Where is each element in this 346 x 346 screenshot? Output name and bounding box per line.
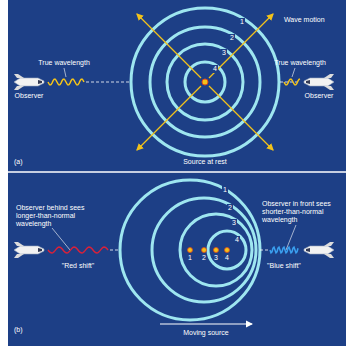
observer-note: Observer behind sees longer-than-normal …: [16, 204, 108, 228]
wave-circles-a: [131, 8, 279, 156]
callout-number: 4: [234, 236, 240, 244]
wavelength-label: True wavelength: [38, 59, 90, 67]
callout-number: 2: [229, 34, 235, 42]
panel-label: (a): [14, 158, 23, 166]
wave-circles-b: [120, 180, 260, 320]
observer-label: Observer: [305, 92, 334, 100]
wavelength-label: True wavelength: [274, 59, 326, 67]
observer-ship: [304, 242, 334, 258]
callout-number: 3: [231, 219, 237, 227]
observer-label: Observer: [15, 92, 44, 100]
sight-lines-a: [86, 82, 300, 83]
light-wave: [48, 79, 84, 85]
position-number: 3: [214, 254, 218, 262]
sight-lines-b: [110, 250, 268, 251]
wave-label: Wave motion: [284, 16, 325, 24]
observer-ship: [14, 74, 44, 90]
observer-note: Observer in front sees shorter-than-norm…: [262, 200, 340, 224]
observer-ship: [304, 74, 334, 90]
callout-number: 2: [227, 204, 233, 212]
wave-motion-arrows: [137, 14, 273, 150]
observer-ship: [14, 242, 44, 258]
shift-label: "Red shift": [62, 262, 95, 270]
callout-number: 3: [221, 49, 227, 57]
source-dot: [202, 79, 208, 85]
panel-divider: [8, 171, 346, 173]
light-wave: [284, 79, 300, 85]
source-label: Source at rest: [183, 158, 227, 166]
motion-label: Moving source: [183, 329, 229, 337]
light-wave: [270, 247, 298, 253]
callout-number: 4: [212, 65, 218, 73]
position-number: 4: [225, 254, 229, 262]
shift-label: "Blue shift": [267, 262, 301, 270]
source-positions: [188, 248, 230, 253]
callout-number: 1: [222, 186, 228, 194]
light-wave: [48, 247, 108, 253]
position-number: 2: [202, 254, 206, 262]
leader-lines: [52, 68, 296, 250]
panel-label: (b): [14, 326, 23, 334]
panel-ground: [8, 0, 346, 346]
callout-number: 1: [239, 18, 245, 26]
position-number: 1: [188, 254, 192, 262]
motion-arrow: [160, 323, 252, 324]
